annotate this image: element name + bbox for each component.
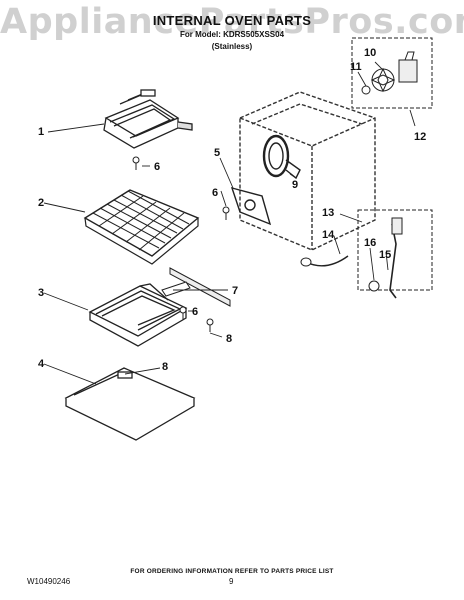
callout-6b: 6 (212, 187, 218, 199)
element-cover (64, 367, 196, 441)
callout-5: 5 (214, 147, 220, 159)
callout-14: 14 (322, 229, 335, 241)
screw-2 (179, 306, 187, 320)
leader-lines (43, 61, 416, 385)
callout-9: 9 (292, 179, 298, 191)
watermark: AppliancePartsPros.com (0, 2, 464, 42)
screw-3 (206, 318, 214, 332)
bake-element (88, 283, 188, 347)
callout-6c: 6 (192, 306, 198, 318)
callout-8a: 8 (226, 333, 232, 345)
callout-12: 12 (414, 131, 426, 143)
screw-4 (222, 206, 230, 220)
ordering-note: FOR ORDERING INFORMATION REFER TO PARTS … (130, 568, 334, 575)
callout-16: 16 (364, 237, 376, 249)
sensor-harness (300, 209, 433, 299)
broil-element (103, 89, 193, 149)
callout-8b: 8 (162, 361, 168, 373)
callout-7: 7 (232, 285, 238, 297)
page-title: INTERNAL OVEN PARTS (152, 13, 312, 28)
oven-rack (83, 189, 200, 265)
callout-11: 11 (350, 61, 362, 73)
callout-1: 1 (38, 126, 44, 138)
element-bracket (161, 267, 231, 307)
callout-13: 13 (322, 207, 334, 219)
finish-label: (Stainless) (211, 42, 253, 51)
callout-3: 3 (38, 287, 44, 299)
model-line: For Model: KDRS505XSS04 (179, 30, 285, 39)
fan-motor-assembly (351, 37, 433, 109)
callout-10: 10 (364, 47, 376, 59)
fan-cover (230, 134, 301, 226)
callout-2: 2 (38, 197, 44, 209)
oven-cavity (239, 91, 376, 251)
screw-1 (132, 156, 140, 170)
callout-15: 15 (379, 249, 391, 261)
document-number: W10490246 (27, 577, 71, 586)
callout-4: 4 (38, 358, 45, 370)
page-number: 9 (229, 577, 234, 586)
callout-6a: 6 (154, 161, 160, 173)
